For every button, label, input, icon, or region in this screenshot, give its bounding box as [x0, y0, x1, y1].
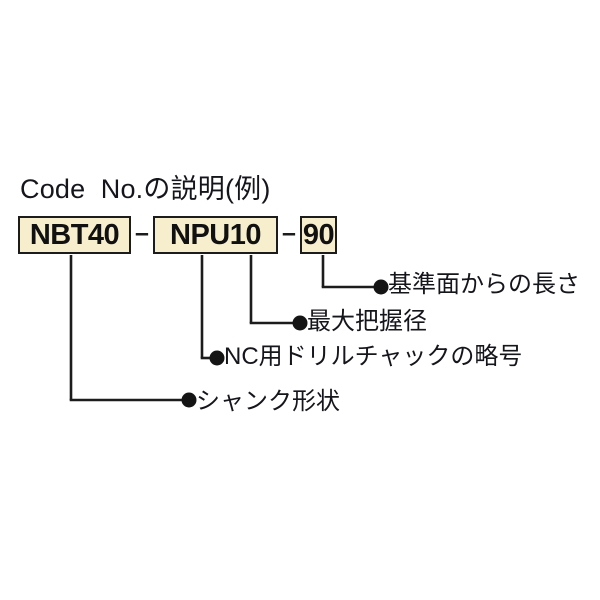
code-separator-2: – [282, 218, 296, 247]
callout-label-grip: 最大把握径 [307, 308, 427, 335]
page-title: Code No.の説明(例) [20, 174, 271, 204]
code-separator-1: – [135, 218, 149, 247]
code-number-row: NBT40 – NPU10 – 90 [18, 215, 337, 255]
callout-label-abbr: NC用ドリルチャックの略号 [224, 343, 523, 370]
leader-bullet-abbr [209, 350, 225, 366]
code-box-length: 90 [300, 216, 337, 254]
callout-label-length: 基準面からの長さ [388, 271, 580, 298]
leader-bullet-shape [181, 392, 197, 408]
callout-label-shape: シャンク形状 [196, 388, 340, 415]
code-box-shank: NBT40 [18, 216, 131, 254]
leader-bullet-length [373, 279, 389, 295]
leader-bullet-grip [292, 315, 308, 331]
code-box-chuck: NPU10 [153, 216, 278, 254]
